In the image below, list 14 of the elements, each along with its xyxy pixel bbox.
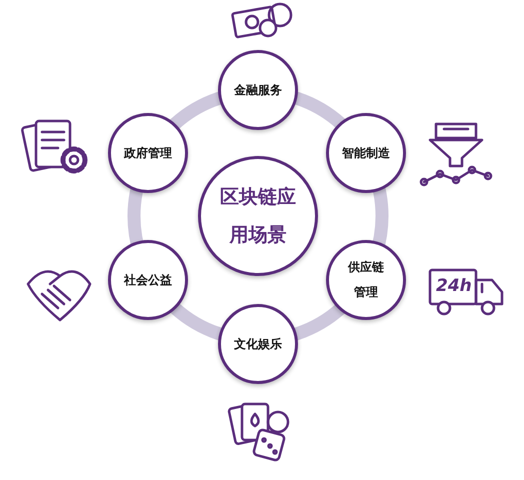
node-label: 社会公益 — [122, 272, 173, 288]
node-label: 金融服务 — [233, 82, 283, 98]
node-label: 供应链管理 — [346, 258, 385, 301]
topic-circle — [326, 240, 406, 320]
truck-label: 24h — [436, 276, 472, 296]
node-label: 文化娱乐 — [233, 336, 283, 352]
topic-circle — [108, 240, 188, 320]
topic-circle — [218, 50, 298, 130]
topic-circle — [326, 113, 406, 193]
node-label: 区块链应用场景 — [219, 185, 297, 248]
node-label: 政府管理 — [122, 144, 173, 162]
topic-circle — [108, 113, 188, 193]
node-label: 智能制造 — [341, 144, 391, 162]
topic-circle — [218, 304, 298, 384]
